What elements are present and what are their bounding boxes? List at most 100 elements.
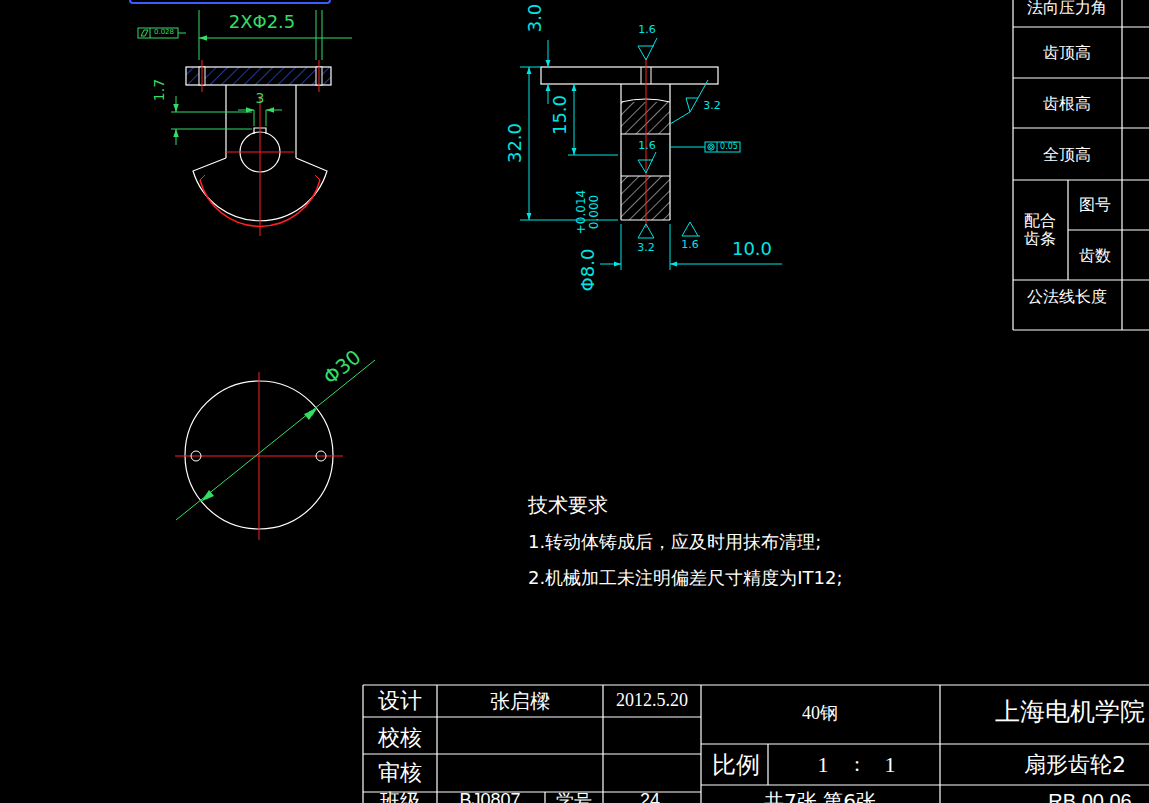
drawing-label: 3.0 xyxy=(525,4,545,33)
gear-parameter-table xyxy=(1013,0,1149,330)
section-view-line xyxy=(670,112,690,124)
drawing-label: Φ30 xyxy=(319,345,365,388)
drawing-label: 1.6 xyxy=(638,24,656,36)
section-view-line xyxy=(682,222,700,236)
title-block-line xyxy=(602,685,603,803)
drawing-label: 2012.5.20 xyxy=(616,691,688,711)
front-view-line xyxy=(199,38,352,39)
front-view-line xyxy=(254,110,255,126)
section-view-line xyxy=(651,67,652,84)
drawing-label: : xyxy=(854,752,860,776)
top-view xyxy=(175,360,375,540)
section-view-line xyxy=(620,84,621,220)
section-view-line xyxy=(638,38,657,60)
drawing-label: RB.00.06 xyxy=(1048,790,1131,803)
top-view-line xyxy=(259,409,317,455)
section-view-line xyxy=(717,142,718,152)
front-view-line xyxy=(141,30,148,36)
drawing-label: 0.028 xyxy=(154,29,174,37)
drawing-label: 学号 xyxy=(556,791,592,803)
title-block-line xyxy=(767,744,768,785)
drawing-label: 1.6 xyxy=(638,140,656,152)
front-view-line xyxy=(176,96,177,112)
drawing-label: 1 xyxy=(885,753,896,777)
section-view-line xyxy=(574,84,575,155)
drawing-label: 40钢 xyxy=(802,704,838,724)
drawing-label: 1.转动体铸成后，应及时用抹布清理; xyxy=(528,532,821,552)
drawing-label: 1 xyxy=(818,753,829,777)
drawing-label: 全顶高 xyxy=(1043,146,1091,164)
section-view-line xyxy=(638,224,654,238)
front-view-line xyxy=(176,129,177,145)
drawing-label: 齿顶高 xyxy=(1043,44,1091,62)
drawing-label: 校核 xyxy=(378,726,422,750)
selected-dimension xyxy=(130,0,330,3)
drawing-label: 班级 xyxy=(380,790,420,803)
top-view-line xyxy=(191,451,201,461)
drawing-label: 齿数 xyxy=(1079,247,1111,265)
front-view-line xyxy=(266,110,282,111)
title-block xyxy=(363,685,1149,803)
gear-parameter-table-line xyxy=(1013,77,1149,78)
front-view-line xyxy=(171,112,252,113)
section-view-line xyxy=(670,224,671,270)
drawing-label: 3.2 xyxy=(703,100,721,112)
drawing-label: 3 xyxy=(256,91,265,106)
front-view-line xyxy=(186,67,331,85)
title-block-line xyxy=(362,685,363,803)
section-view-line xyxy=(670,264,690,265)
front-view-line xyxy=(199,10,200,60)
top-view-line xyxy=(201,490,214,501)
drawing-label: 扇形齿轮2 xyxy=(1024,753,1126,777)
top-view-line xyxy=(176,360,375,520)
section-view-line xyxy=(540,84,541,85)
title-block-line xyxy=(363,753,701,754)
drawing-label: 共7张 第6张 xyxy=(764,790,876,803)
drawing-label: 设计 xyxy=(378,689,422,713)
drawing-label: 1.7 xyxy=(152,79,167,101)
front-view-line xyxy=(316,10,317,60)
title-block-line xyxy=(363,684,1149,685)
drawing-label: 0.05 xyxy=(720,143,738,152)
title-block-line xyxy=(939,685,940,803)
drawing-label: Φ8.0 xyxy=(578,249,598,292)
section-view-line xyxy=(548,40,549,67)
drawing-label: 技术要求 xyxy=(528,494,608,516)
front-view-line xyxy=(319,60,320,92)
section-view-line xyxy=(641,67,642,84)
section-view-line xyxy=(520,220,618,221)
drawing-label: 配合齿条 xyxy=(1021,212,1059,247)
top-view-line xyxy=(259,372,260,540)
front-view-line xyxy=(295,85,296,158)
drawing-label: 2.机械加工未注明偏差尺寸精度为IT12; xyxy=(528,568,842,588)
drawing-label: 上海电机学院 xyxy=(995,698,1145,726)
title-block-line xyxy=(544,792,545,803)
selected-dimension-line xyxy=(130,0,330,3)
front-view-line xyxy=(138,28,178,38)
drawing-label: 3.2 xyxy=(637,242,655,254)
gear-parameter-table-line xyxy=(1013,279,1149,280)
drawing-label: 2XΦ2.5 xyxy=(229,12,296,32)
drawing-label: 公法线长度 xyxy=(1027,288,1107,306)
top-view-line xyxy=(304,409,317,420)
section-view-line xyxy=(548,84,549,104)
front-view-line xyxy=(260,96,261,236)
gear-parameter-table-line xyxy=(1013,127,1149,128)
drawing-label: 张启樑 xyxy=(490,690,550,712)
drawing-label: BJ0807 xyxy=(459,791,520,803)
front-view-line xyxy=(238,110,254,111)
gear-parameter-table-line xyxy=(1067,180,1068,280)
section-view-line xyxy=(690,264,782,265)
front-view xyxy=(138,10,352,236)
top-view-line xyxy=(316,451,326,461)
front-view-line xyxy=(200,175,205,180)
front-view-line xyxy=(322,10,323,60)
gear-parameter-table-line xyxy=(1013,179,1149,180)
drawing-label: 1.6 xyxy=(681,239,699,251)
front-view-line xyxy=(226,152,294,153)
drawing-label: 法向压力角 xyxy=(1027,0,1107,17)
gear-parameter-table-line xyxy=(1013,26,1149,27)
title-block-line xyxy=(363,716,701,717)
